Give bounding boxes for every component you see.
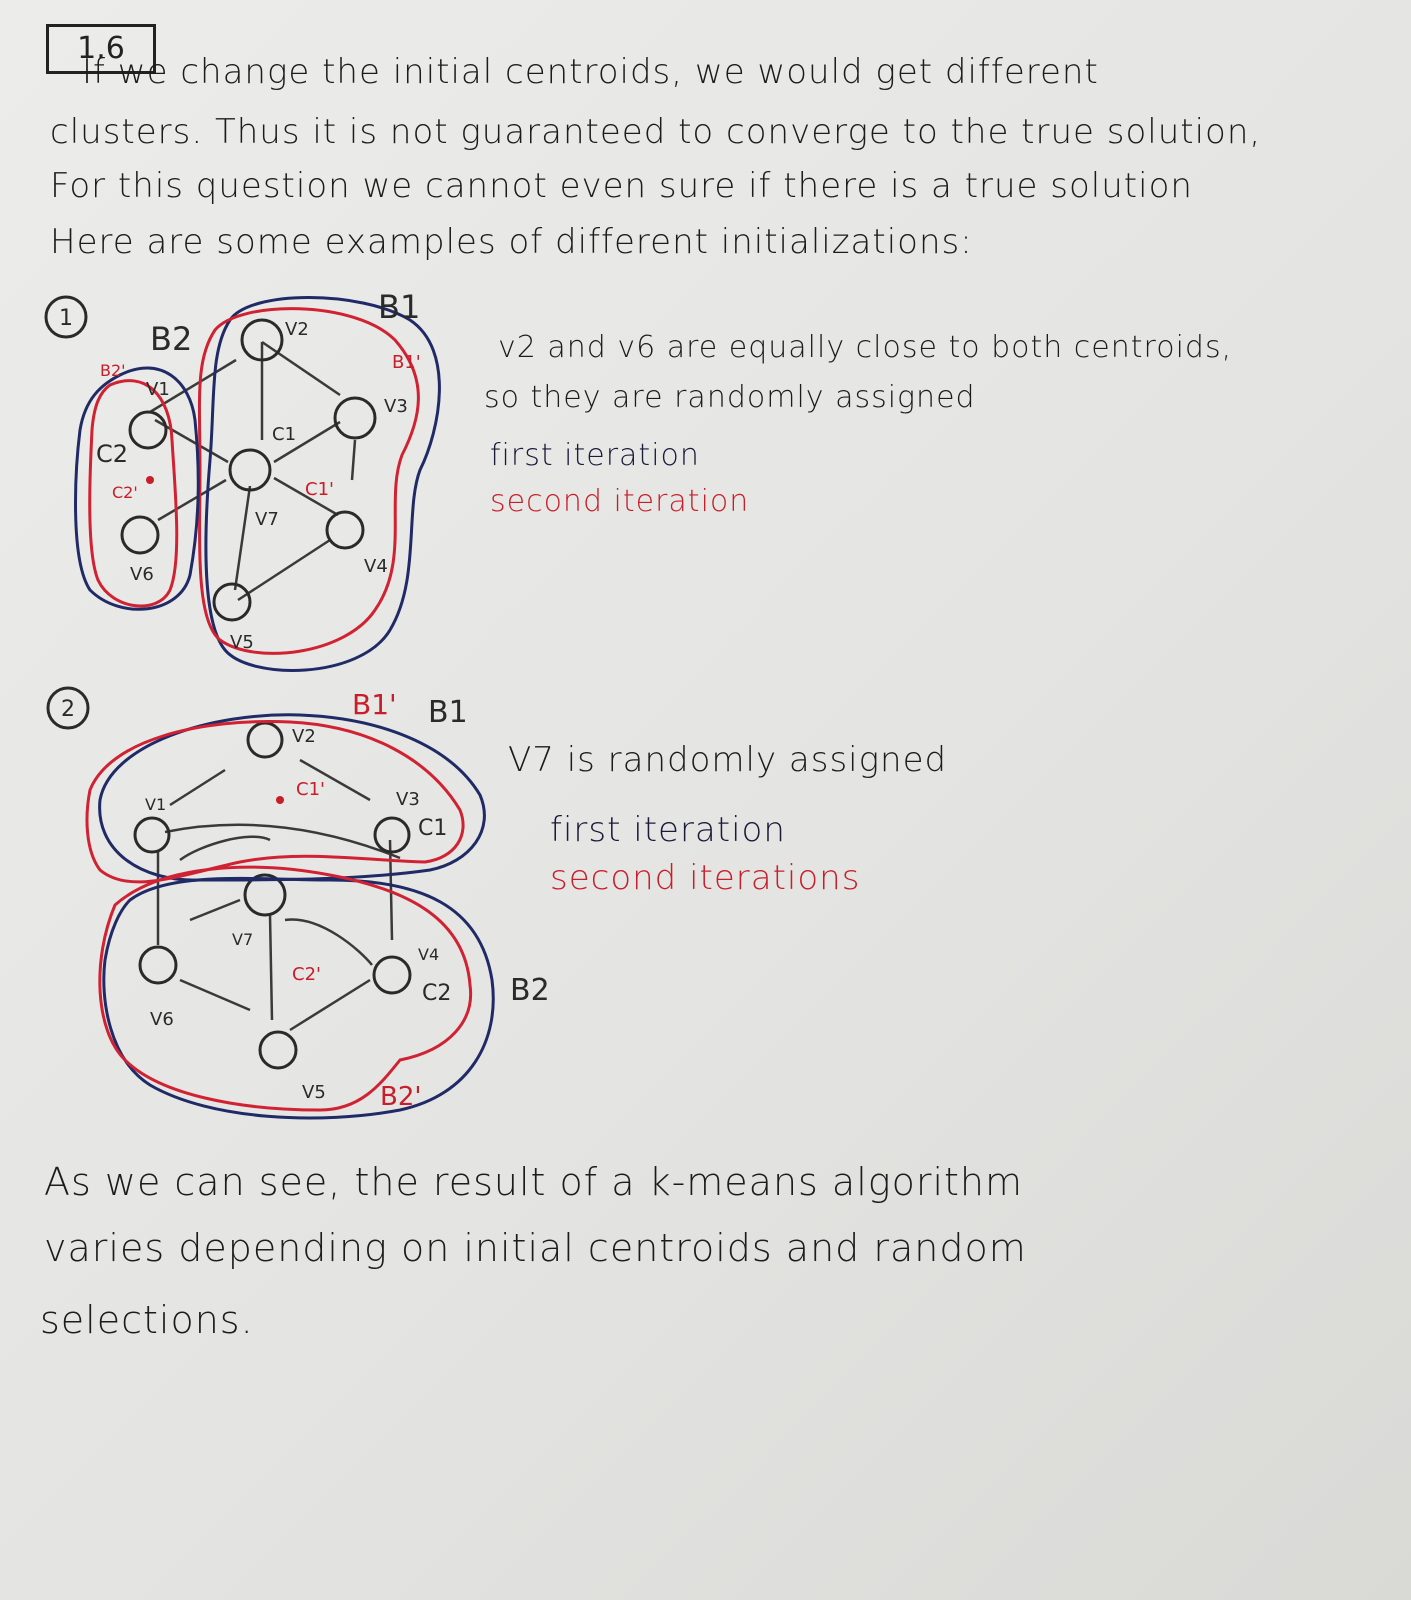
- example1-note-line-1: v2 and v6 are equally close to both cent…: [498, 330, 1233, 365]
- ex1-edge-v3-v4: [350, 439, 357, 481]
- example1-note-line-2: so they are randomly assigned: [484, 380, 976, 415]
- ex2-node-v7: [243, 873, 287, 917]
- ex2-edge-v6-v5: [179, 978, 251, 1012]
- ex2-edge-v6-v7: [189, 898, 241, 922]
- ex2-edge-v5-v4: [289, 978, 371, 1032]
- ex1-node-v1: [128, 410, 168, 450]
- ex2-label-v1: V1: [145, 795, 166, 814]
- example1-legend-second: second iteration: [490, 484, 750, 519]
- ex2-edge-v7-v5: [268, 914, 274, 1021]
- ex2-label-c1: C1: [418, 816, 447, 841]
- ex1-node-v4: [325, 510, 365, 550]
- ex1-label-c2-prime: C2': [112, 483, 138, 502]
- ex1-node-v2: [240, 318, 284, 362]
- ex1-edge-v6-c1: [157, 478, 227, 522]
- intro-line-3: For this question we cannot even sure if…: [50, 166, 1193, 206]
- conclusion-line-3: selections.: [40, 1298, 254, 1342]
- ex2-edge-v7-v4: [284, 918, 373, 966]
- ex2-label-v4: V4: [418, 945, 439, 964]
- ex1-label-c2: C2: [96, 440, 128, 468]
- ex2-cluster-B2-second: [98, 865, 473, 1112]
- ex2-node-v4: [372, 955, 412, 995]
- ex2-node-v3: [373, 816, 411, 854]
- ex1-label-v5: V5: [230, 632, 254, 653]
- ex2-label-c1-prime: C1': [296, 779, 325, 800]
- ex2-cluster-B2-first: [102, 876, 495, 1120]
- ex1-centroid-c2-prime: [146, 476, 154, 484]
- conclusion-line-2: varies depending on initial centroids an…: [44, 1226, 1027, 1270]
- example1-diagram: 1 B1: [44, 288, 441, 672]
- ex2-node-v5: [258, 1030, 298, 1070]
- ex1-edge-c1-v3: [273, 420, 341, 464]
- ex2-edge-v1-curve: [164, 823, 401, 860]
- ex2-label-B2: B2: [510, 973, 550, 1008]
- example2-diagram: 2: [46, 686, 550, 1120]
- ex1-edge-v2-v3: [261, 340, 341, 397]
- example2-legend-first: first iteration: [550, 810, 786, 850]
- ex1-label-v2: V2: [285, 319, 309, 340]
- ex2-label-B1: B1: [428, 695, 468, 730]
- ex1-label-v7: V7: [255, 509, 279, 530]
- intro-line-2: clusters. Thus it is not guaranteed to c…: [50, 112, 1262, 152]
- ex2-label-v7: V7: [232, 930, 253, 949]
- ex2-node-v1: [133, 816, 171, 854]
- ex2-node-v6: [138, 945, 178, 985]
- example2-marker: 2: [61, 697, 75, 722]
- intro-line-4: Here are some examples of different init…: [50, 222, 973, 262]
- example2-legend-second: second iterations: [550, 858, 861, 898]
- ex2-centroid-c1-prime: [276, 796, 284, 804]
- ex1-cluster-B2-first: [74, 366, 200, 611]
- ex1-cluster-B1-second: [197, 307, 420, 655]
- ex2-label-v6: V6: [150, 1009, 174, 1030]
- ex2-label-v2: V2: [292, 726, 316, 747]
- ex1-label-c1: C1: [272, 424, 296, 445]
- section-label: 1.6: [46, 24, 156, 74]
- ex2-edge-v1-v2: [169, 768, 226, 807]
- ex1-label-B2-prime: B2': [100, 361, 126, 380]
- ex1-edge-v5-v4: [237, 538, 331, 602]
- ex2-label-c2: C2: [422, 981, 451, 1006]
- conclusion-line-1: As we can see, the result of a k-means a…: [44, 1160, 1023, 1204]
- example1-marker-circle: [44, 295, 88, 339]
- example1-legend-first: first iteration: [490, 438, 700, 473]
- ex1-cluster-B1-first: [204, 296, 441, 672]
- ex1-node-v3: [333, 396, 377, 440]
- ex1-label-v1: V1: [146, 379, 170, 400]
- ex2-edge-v3-v4: [388, 839, 394, 941]
- ex1-label-B1: B1: [378, 288, 420, 326]
- ex1-label-c1-prime: C1': [305, 479, 334, 500]
- ex1-edge-c1-v5: [233, 485, 252, 591]
- ex1-edge-c1-v4: [273, 476, 339, 517]
- example2-note-line: V7 is randomly assigned: [508, 740, 948, 780]
- ex2-label-B1-prime: B1': [352, 688, 397, 721]
- example1-marker: 1: [59, 306, 73, 331]
- ex1-label-B1-prime: B1': [392, 352, 421, 373]
- ex1-cluster-B2-second: [88, 379, 179, 608]
- ex1-label-v3: V3: [384, 396, 408, 417]
- ex1-node-v6: [120, 515, 160, 555]
- ex1-label-B2: B2: [150, 320, 192, 358]
- ex2-label-B2-prime: B2': [380, 1082, 422, 1112]
- ex1-label-v4: V4: [364, 556, 388, 577]
- ex1-node-v5: [212, 582, 252, 622]
- ex2-label-v5: V5: [302, 1082, 326, 1103]
- ex1-label-v6: V6: [130, 564, 154, 585]
- ex2-node-v2: [246, 721, 284, 759]
- example2-marker-circle: [46, 686, 90, 730]
- ex2-edge-cross: [179, 835, 271, 862]
- ex2-label-v3: V3: [396, 789, 420, 810]
- intro-line-1: If we change the initial centroids, we w…: [82, 52, 1099, 92]
- ex2-cluster-B1-second: [85, 720, 465, 884]
- ex2-label-c2-prime: C2': [292, 964, 321, 985]
- ex1-node-c1: [228, 448, 272, 492]
- ex2-edge-v2-v3: [299, 758, 371, 802]
